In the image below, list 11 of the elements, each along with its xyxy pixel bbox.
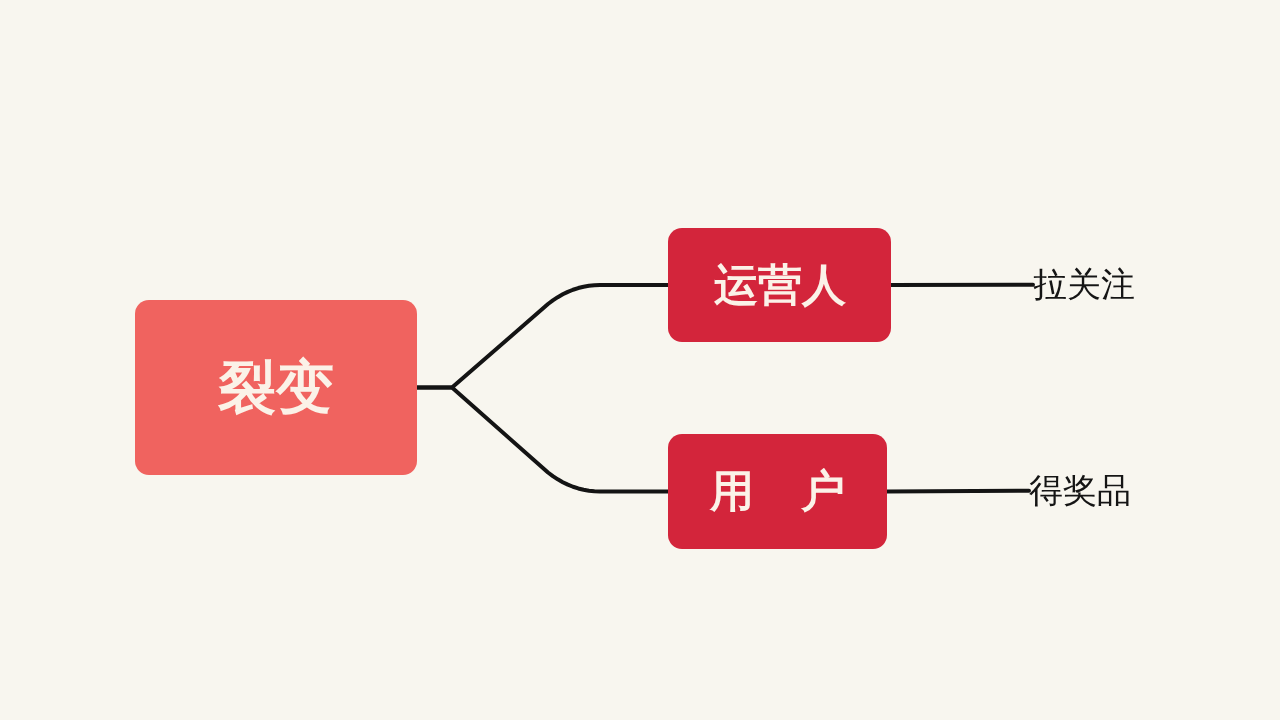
node-label: 运营人 <box>713 260 846 310</box>
branch-label: 拉关注 <box>1033 266 1135 304</box>
branch-label: 得奖品 <box>1029 472 1131 510</box>
node-label: 用 户 <box>710 467 845 516</box>
process-box <box>135 300 417 475</box>
node-label: 裂变 <box>218 355 334 420</box>
process-box <box>668 228 891 342</box>
connector-line <box>415 385 670 494</box>
process-box <box>668 434 887 549</box>
connector-line <box>885 488 1031 494</box>
connector-line <box>889 282 1035 287</box>
